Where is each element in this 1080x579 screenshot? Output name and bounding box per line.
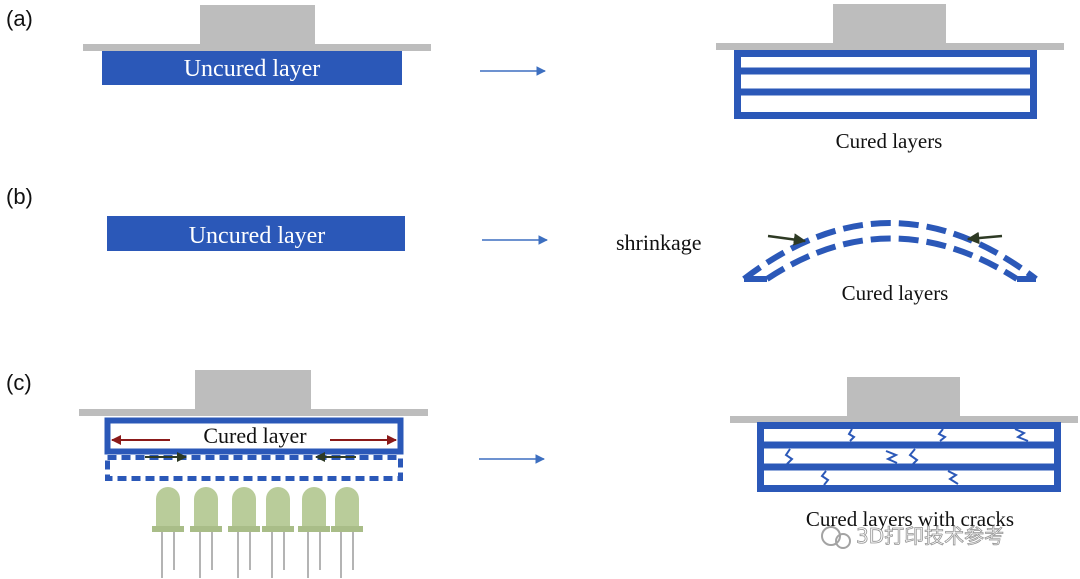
crack xyxy=(784,448,794,465)
led-array xyxy=(152,487,363,578)
led xyxy=(190,487,222,578)
led xyxy=(152,487,184,578)
wechat-icon xyxy=(821,526,841,546)
build-platform-block xyxy=(833,4,946,44)
panel-c-right-stack: Cured layers with cracks xyxy=(730,377,1078,531)
crack xyxy=(847,428,856,442)
panel-a: (a) Uncured layer Cured layers xyxy=(6,4,1064,153)
build-platform-plate xyxy=(730,416,1078,423)
shrinkage-arrow-right xyxy=(966,231,1003,245)
build-platform-block xyxy=(200,5,315,45)
led xyxy=(298,487,330,578)
watermark-text: 3D打印技术参考 xyxy=(856,524,1004,548)
shrinkage-arrow-left xyxy=(767,233,807,246)
crack xyxy=(908,448,919,465)
cracks xyxy=(784,428,1029,486)
cured-layer-label-text: Cured layer xyxy=(203,423,307,448)
led xyxy=(331,487,363,578)
panel-c-left-stack: Cured layer xyxy=(79,370,428,481)
led xyxy=(262,487,294,578)
build-platform-plate xyxy=(716,43,1064,50)
uncured-layer xyxy=(107,216,405,251)
cured-layers-caption: Cured layers xyxy=(842,281,949,305)
crack xyxy=(820,470,830,486)
uncured-layer xyxy=(102,51,402,85)
crack xyxy=(1014,428,1029,442)
curled-layer-outer xyxy=(742,220,1038,282)
watermark: 3D打印技术参考 xyxy=(821,524,1005,549)
cured-layers-cracks-caption: Cured layers with cracks xyxy=(806,507,1014,531)
cured-layers-caption: Cured layers xyxy=(836,129,943,153)
shrinkage-label: shrinkage xyxy=(616,230,702,255)
build-platform-plate xyxy=(83,44,431,51)
uncured-layer-label: Uncured layer xyxy=(189,223,326,249)
build-platform-block xyxy=(195,370,311,410)
build-platform-block xyxy=(847,377,960,417)
panel-c: (c) Cured layer xyxy=(6,370,1078,578)
uncured-layer-label: Uncured layer xyxy=(184,56,321,82)
panel-a-right-stack: Cured layers xyxy=(716,4,1064,153)
crack xyxy=(947,470,959,485)
wechat-icon-small xyxy=(835,533,851,549)
cured-layer-frame xyxy=(104,417,404,455)
uncured-layer-dashed xyxy=(105,455,403,481)
curled-layer-inner xyxy=(765,235,1019,282)
panel-b-label: (b) xyxy=(6,184,33,209)
panel-b: (b) Uncured layer shrinkage Cured layers xyxy=(6,184,1038,305)
crack xyxy=(937,428,947,442)
cured-layers-frame xyxy=(734,50,1037,119)
crack xyxy=(885,450,899,464)
cured-layers-frame xyxy=(757,422,1061,492)
panel-c-label: (c) xyxy=(6,370,32,395)
panel-a-label: (a) xyxy=(6,6,33,31)
led xyxy=(228,487,260,578)
curled-cured-layers xyxy=(742,220,1038,282)
build-platform-plate xyxy=(79,409,428,416)
panel-a-left-stack: Uncured layer xyxy=(83,5,431,85)
